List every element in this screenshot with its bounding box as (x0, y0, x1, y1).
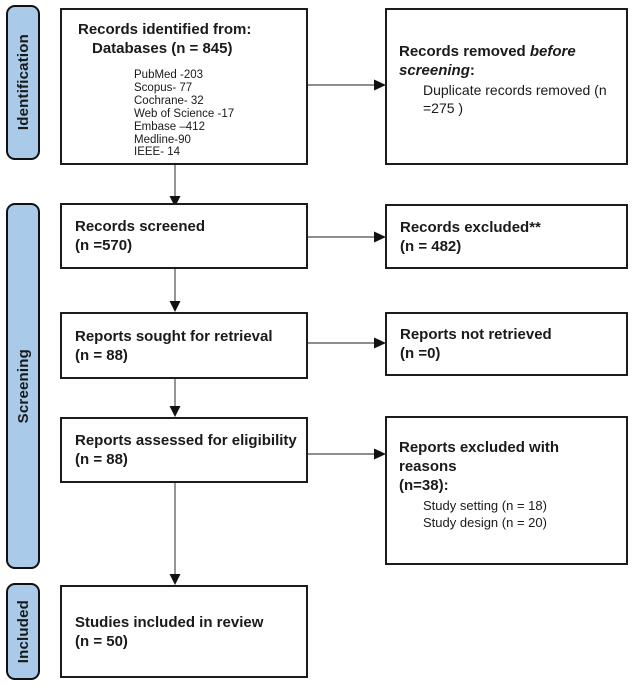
stage-label: Screening (14, 348, 32, 424)
arrow-screened-to-sought (169, 269, 181, 312)
arrow-sought-to-assessed (169, 379, 181, 417)
box-title: Records screened (n =570) (75, 217, 300, 255)
list-item: Study setting (n = 18) (423, 498, 547, 513)
list-item: IEEE- 14 (134, 146, 181, 159)
list-item: Study design (n = 20) (423, 515, 547, 530)
title-text: : (469, 62, 475, 79)
list-item: Cochrane- 32 (134, 94, 204, 107)
stage-label: Identification (14, 34, 32, 131)
count-line: (n = 50) (75, 632, 128, 650)
count-line: (n = 88) (75, 451, 128, 468)
list-item: Scopus- 77 (134, 81, 193, 94)
arrow-identified-to-screened (169, 165, 181, 207)
list-item: Embase –412 (134, 120, 205, 133)
box-records-removed-before-screening: Records removed before screening: Duplic… (385, 8, 628, 165)
stage-identification: Identification (6, 5, 40, 160)
arrow-assessed-to-included (169, 483, 181, 585)
database-source-list: PubMed -203 Scopus- 77 Cochrane- 32 Web … (134, 69, 298, 159)
box-title: Records removed before screening: (399, 42, 618, 80)
box-title: Reports not retrieved (n =0) (400, 325, 620, 363)
title-italic-text: before screening (399, 43, 576, 79)
stage-included: Included (6, 583, 40, 680)
box-records-identified: Records identified from: Databases (n = … (60, 8, 308, 165)
arrow-sought-to-not-retrieved (308, 337, 386, 349)
count-line: (n = 482) (400, 237, 462, 255)
box-title: Studies included in review (n = 50) (75, 613, 300, 651)
count-line: (n =0) (400, 345, 441, 362)
box-reports-sought: Reports sought for retrieval (n = 88) (60, 312, 308, 379)
box-title: Reports assessed for eligibility (n = 88… (75, 431, 300, 469)
box-records-screened: Records screened (n =570) (60, 203, 308, 269)
list-item: Medline-90 (134, 133, 191, 146)
title-line: Reports excluded with reasons (399, 439, 560, 475)
box-title: Reports excluded with reasons (n=38): (399, 438, 620, 495)
stage-screening: Screening (6, 203, 40, 569)
box-reports-not-retrieved: Reports not retrieved (n =0) (385, 312, 628, 376)
title-line: Reports sought for retrieval (75, 327, 273, 345)
exclusion-reason-list: Study setting (n = 18) Study design (n =… (423, 497, 620, 531)
stage-label: Included (14, 599, 32, 664)
box-studies-included: Studies included in review (n = 50) (60, 585, 308, 678)
count-line: (n =570) (75, 237, 133, 254)
box-title: Records excluded** (n = 482) (400, 218, 620, 256)
title-text: Records removed (399, 43, 530, 60)
arrow-screened-to-excluded (308, 231, 386, 243)
box-reports-excluded-with-reasons: Reports excluded with reasons (n=38): St… (385, 416, 628, 565)
box-reports-assessed: Reports assessed for eligibility (n = 88… (60, 417, 308, 483)
title-line: Records identified from: (78, 21, 252, 38)
box-title: Reports sought for retrieval (n = 88) (75, 327, 300, 365)
title-line: Studies included in review (75, 613, 264, 631)
arrow-assessed-to-excluded-reasons (308, 448, 386, 460)
title-line: Databases (n = 845) (92, 40, 233, 57)
count-line: (n = 88) (75, 346, 128, 364)
arrow-identified-to-removed (308, 79, 386, 91)
detail-line: Duplicate records removed (n =275 ) (423, 82, 607, 116)
title-line: Reports not retrieved (400, 326, 552, 343)
list-item: Web of Science -17 (134, 107, 235, 120)
box-records-excluded: Records excluded** (n = 482) (385, 204, 628, 269)
box-title: Records identified from: Databases (n = … (78, 20, 298, 58)
count-line: (n=38): (399, 477, 449, 494)
title-line: Records screened (75, 218, 206, 235)
title-line: Reports assessed for eligibility (75, 432, 297, 449)
list-item: PubMed -203 (134, 69, 204, 81)
title-line: Records excluded** (400, 218, 541, 236)
